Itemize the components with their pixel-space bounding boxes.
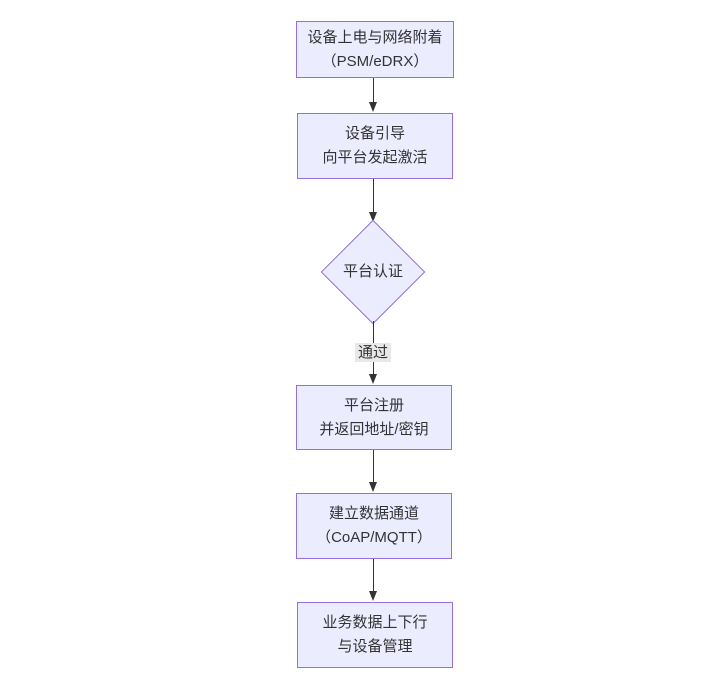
node-label: 向平台发起激活 (322, 149, 428, 166)
edge-arrow-1 (368, 78, 378, 112)
node-label: 设备引导 (344, 125, 405, 142)
node-label: 并返回地址/密钥 (319, 420, 429, 438)
arrowhead-icon (369, 212, 377, 222)
node-label: （CoAP/MQTT） (316, 529, 432, 546)
node-label: 建立数据通道 (328, 505, 419, 522)
edge-arrow-5 (368, 559, 378, 601)
node-label: 设备上电与网络附着 (307, 28, 443, 46)
arrow-shaft (372, 78, 374, 102)
node-label: 与设备管理 (337, 638, 413, 655)
arrow-shaft (372, 450, 374, 482)
node-data-channel: 建立数据通道 （CoAP/MQTT） (296, 493, 452, 559)
arrow-shaft (372, 179, 374, 212)
arrowhead-icon (369, 102, 377, 112)
edge-label-pass: 通过 (354, 343, 392, 362)
node-label: 平台注册 (343, 396, 404, 414)
edge-arrow-2 (368, 179, 378, 222)
arrowhead-icon (369, 374, 377, 384)
node-platform-register: 平台注册 并返回地址/密钥 (296, 385, 452, 450)
node-bootstrap-activate: 设备引导 向平台发起激活 (297, 113, 453, 179)
node-power-attach: 设备上电与网络附着 （PSM/eDRX） (296, 21, 454, 78)
node-platform-auth: 平台认证 (320, 219, 426, 325)
node-business-mgmt: 业务数据上下行 与设备管理 (297, 602, 453, 668)
arrowhead-icon (369, 482, 377, 492)
edge-arrow-4 (368, 450, 378, 492)
arrowhead-icon (369, 591, 377, 601)
arrow-shaft (372, 559, 374, 591)
node-label: 业务数据上下行 (322, 614, 428, 631)
node-label: 平台认证 (342, 263, 403, 280)
node-label: （PSM/eDRX） (321, 52, 429, 70)
